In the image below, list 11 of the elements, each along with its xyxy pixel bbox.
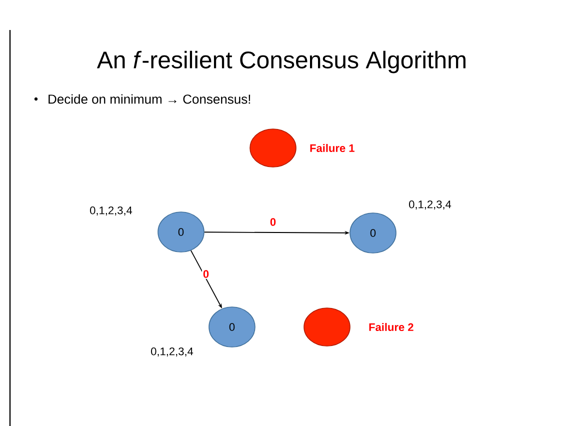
failure-label: Failure 2	[369, 322, 414, 332]
value-set-label: 0,1,2,3,4	[90, 206, 132, 216]
bullet-text: Decide on minimum → Consensus!	[48, 94, 250, 104]
failure-label: Failure 1	[310, 144, 354, 152]
title: An f-resilient Consensus Algorithm	[96, 50, 466, 74]
value-set-label: 0,1,2,3,4	[151, 347, 194, 357]
value-set-label: 0,1,2,3,4	[409, 200, 452, 210]
edge-label: 0	[202, 269, 210, 279]
failure-circle	[250, 128, 296, 168]
edge-label: 0	[268, 217, 278, 227]
failure-circle	[304, 308, 350, 346]
